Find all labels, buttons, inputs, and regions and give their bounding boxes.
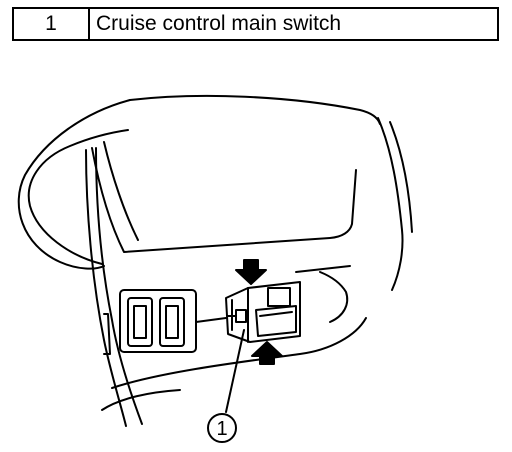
right-pillar-2 bbox=[389, 121, 413, 233]
lower-right-trim-2 bbox=[295, 265, 351, 273]
right-pillar bbox=[377, 117, 404, 291]
callout-marker: 1 bbox=[207, 413, 237, 443]
callout-label: 1 bbox=[216, 418, 227, 440]
dash-bottom-curve bbox=[101, 389, 181, 411]
legend-item-description: Cruise control main switch bbox=[88, 7, 499, 41]
cluster-opening-inner bbox=[103, 141, 139, 241]
cruise-control-main-switch bbox=[225, 281, 301, 343]
dash-top-edge bbox=[129, 94, 381, 125]
cluster-hood-inner bbox=[27, 129, 129, 265]
legend-row: 1 Cruise control main switch bbox=[12, 7, 499, 41]
callout-leader-line bbox=[225, 329, 245, 413]
cluster-opening bbox=[91, 147, 357, 253]
dash-left-edge-2 bbox=[85, 149, 127, 427]
cluster-hood-outer bbox=[17, 99, 131, 270]
legend-item-number: 1 bbox=[12, 7, 90, 41]
legend-table: 1 Cruise control main switch bbox=[12, 7, 499, 41]
lower-right-trim bbox=[319, 271, 349, 323]
side-tab bbox=[103, 313, 111, 355]
connector-line bbox=[195, 317, 227, 323]
dash-left-edge bbox=[95, 147, 143, 425]
press-arrow-up bbox=[251, 341, 283, 365]
switch-panel-left bbox=[119, 289, 197, 353]
press-arrow-down bbox=[235, 259, 267, 285]
